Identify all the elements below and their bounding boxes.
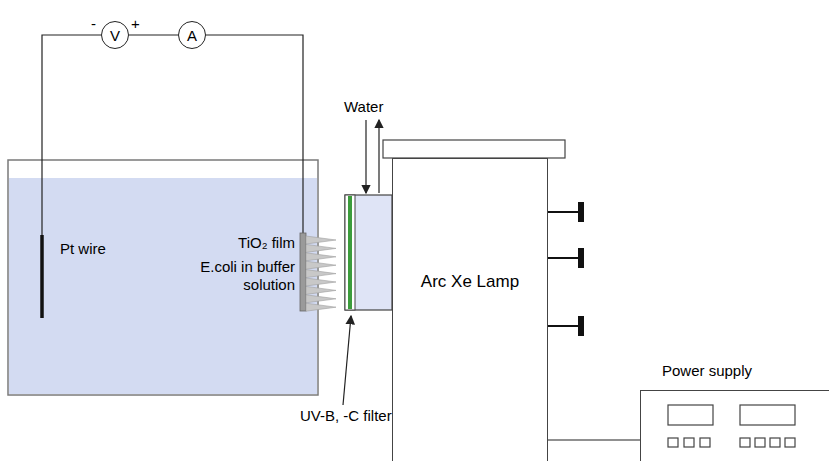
circuit-wire [42,35,101,160]
node-label: Power supply [662,362,752,380]
node-label: TiO₂ film [238,234,295,252]
leader-arrow [343,316,351,405]
node-label: V [110,27,120,44]
circuit-wire [129,34,178,35]
wire [41,160,42,235]
water-label: Water [344,98,383,116]
filter-housing [345,195,392,310]
voltmeter-circle: V [101,21,129,49]
node-label: E.coli in buffer solution [145,258,295,294]
filter-glass [345,195,355,310]
polarity-sign: - [91,15,96,33]
node-label: A [187,27,197,44]
power-supply: Power supply [640,362,829,461]
tio2-plate [300,233,306,311]
ammeter-circle: A [178,21,206,49]
wire [302,160,303,233]
circuit-wire [206,35,303,160]
buffer-liquid [9,178,317,394]
electrochemical-cell: Pt wire TiO₂ filmE.coli in buffer solutio… [8,160,318,395]
pt-wire-electrode [40,235,44,318]
filter-label: UV-B, -C filter [300,407,392,425]
polarity-sign: + [131,15,140,33]
uv-filter [348,196,352,309]
water-out-arrow [378,120,379,193]
circuit-wire [548,439,640,440]
water-in-arrow [365,120,366,193]
tank-wall [8,160,318,395]
lamp-knobs [548,202,581,336]
node-label: Pt wire [60,240,106,258]
power-supply-box [640,390,829,461]
node-label: Arc Xe Lamp [393,273,547,291]
lamp-lid [383,140,565,158]
tio2-nanotubes [306,236,336,311]
power-supply-panel [668,405,795,447]
lamp-housing: Arc Xe Lamp [392,158,548,461]
